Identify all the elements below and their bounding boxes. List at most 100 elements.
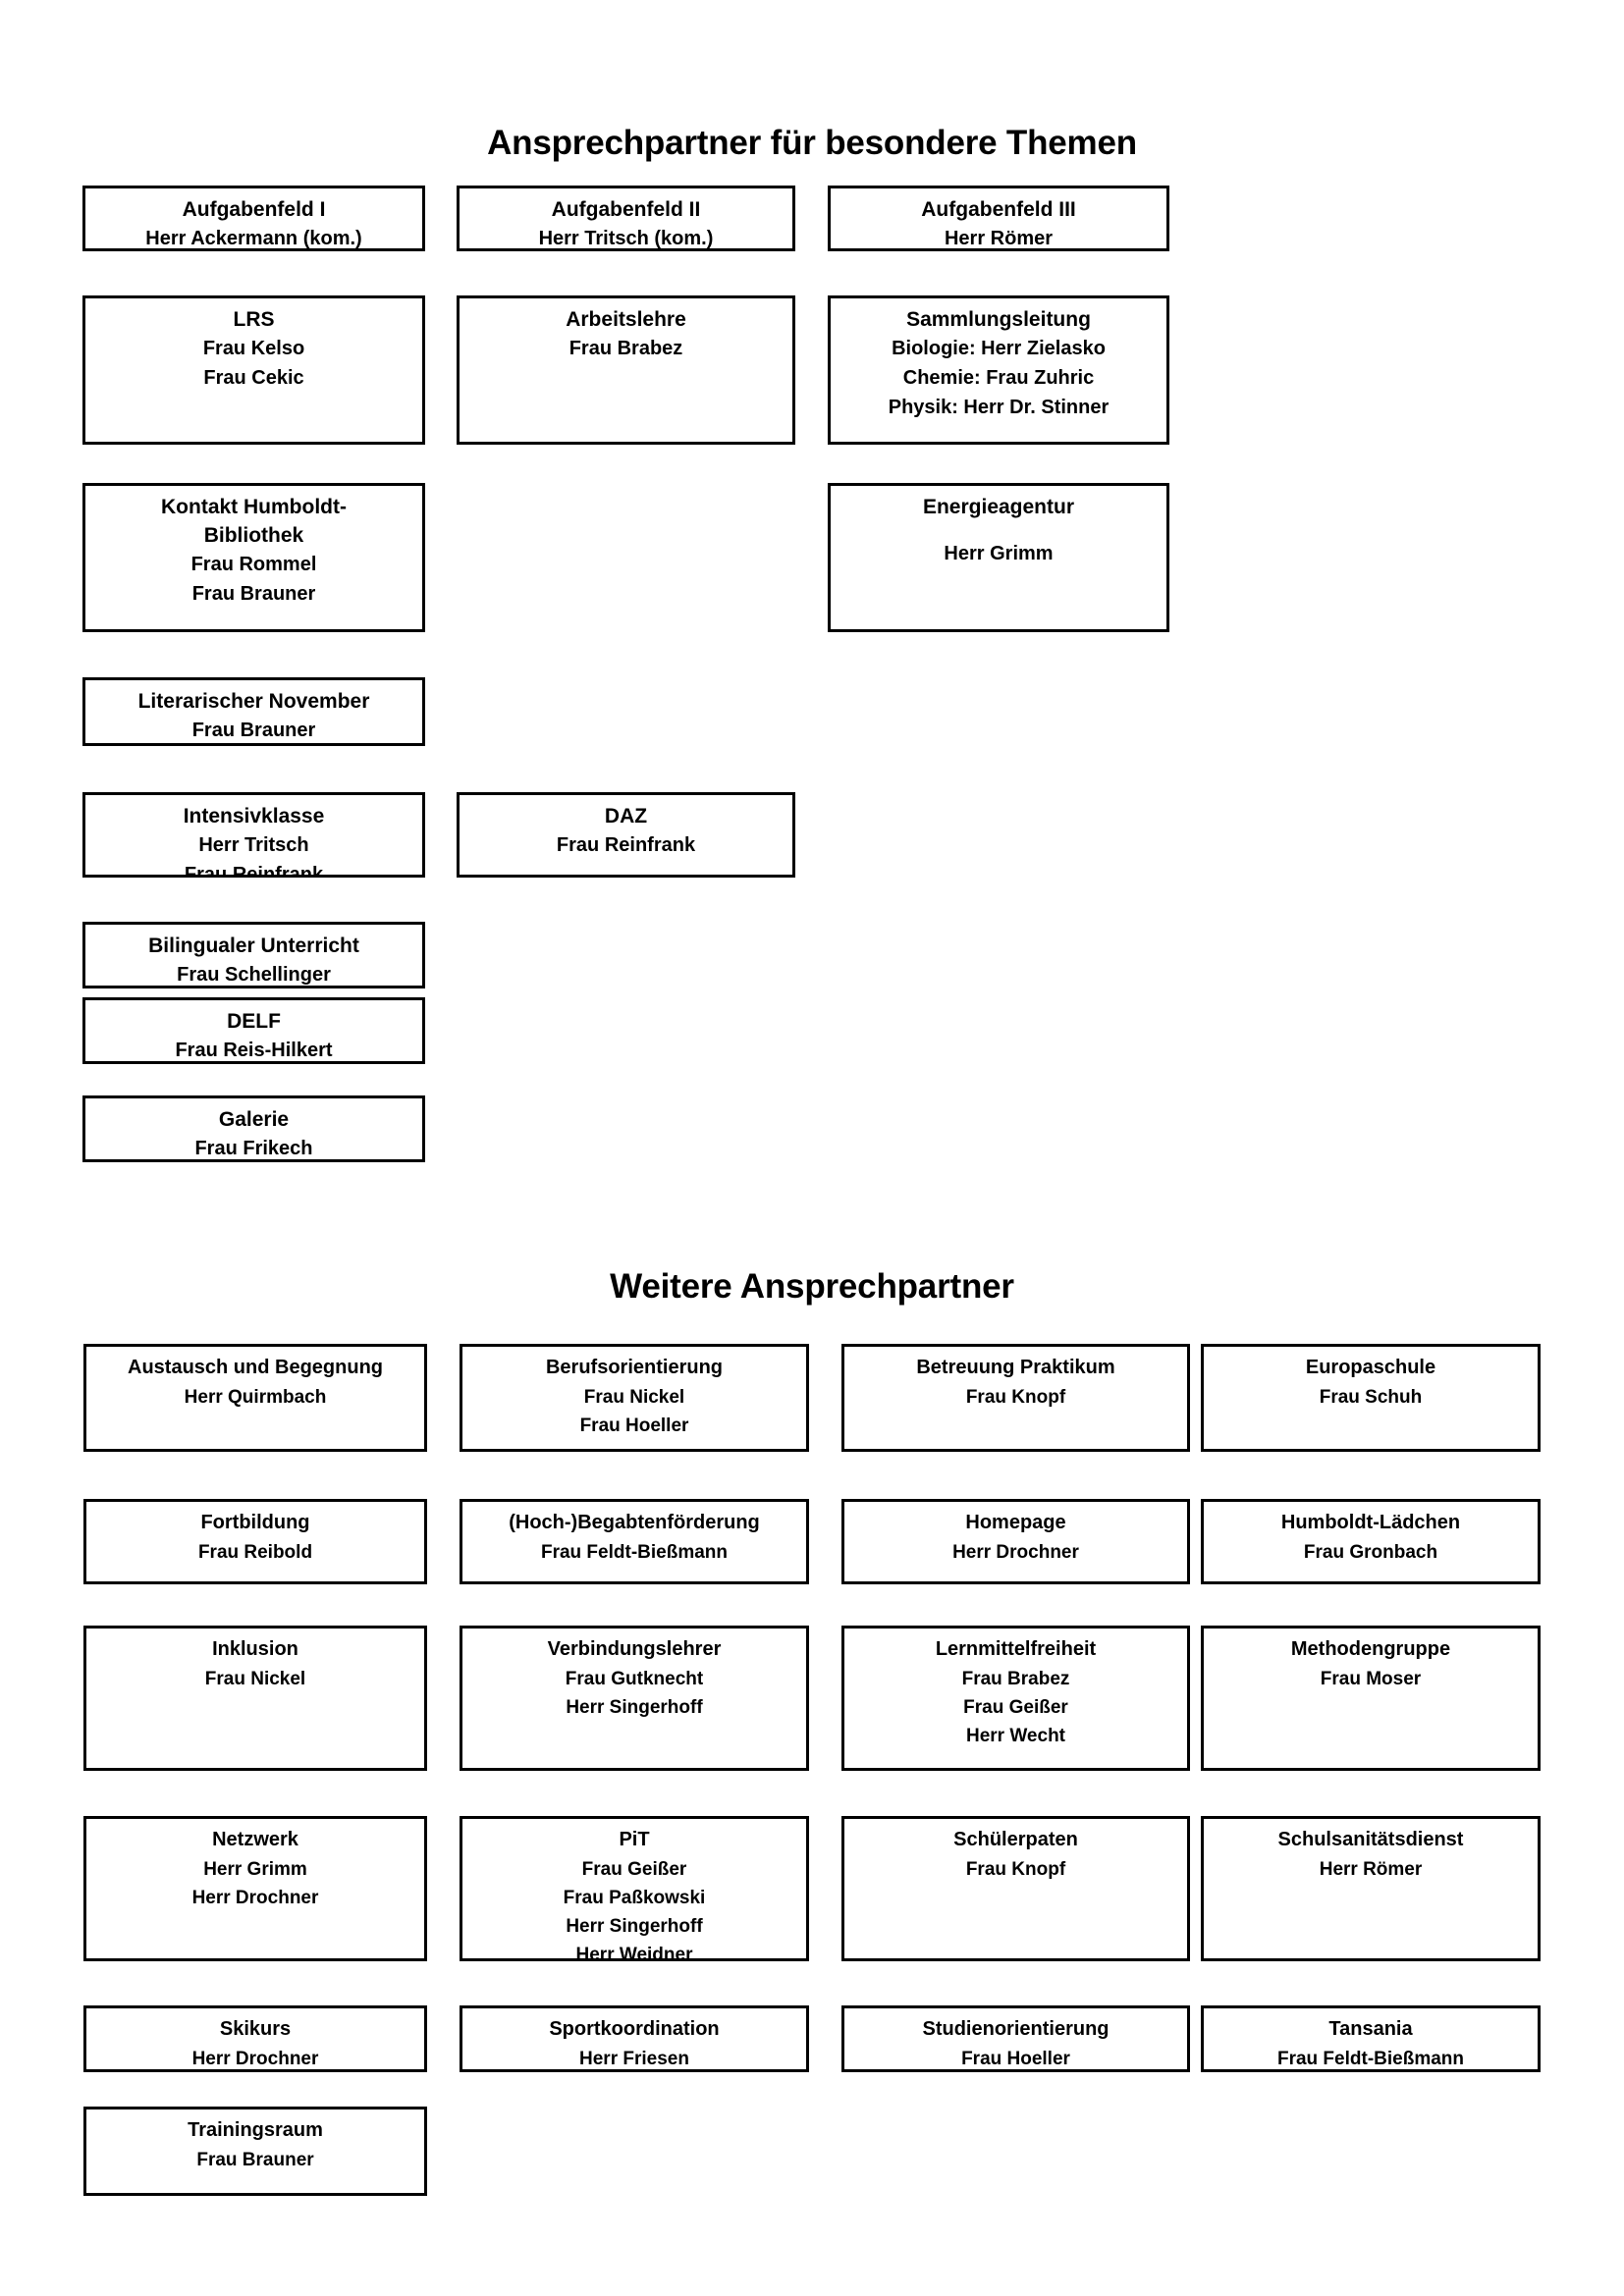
topic-box-person: Frau Gronbach [1303,1542,1438,1563]
topic-box-title: LRS [233,308,275,331]
topic-box-title: Tansania [1328,2018,1413,2040]
topic-box-person: Frau Nickel [204,1669,306,1689]
topic-box-people: Frau Reinfrank [460,830,792,860]
topic-box-title: Fortbildung [200,1512,310,1533]
topic-box-people: Herr Römer [1204,1855,1538,1884]
topic-box-person: Herr Drochner [191,2049,319,2069]
topic-box-person: Frau Reinfrank [556,834,696,856]
topic-box-person: Herr Singerhoff [566,1916,703,1937]
topic-box-title: Lernmittelfreiheit [935,1638,1097,1660]
topic-box-title: Aufgabenfeld II [551,198,701,221]
topic-box-person: Herr Tritsch [198,834,309,856]
topic-box-person: Herr Römer [944,228,1054,249]
topic-box-person: Physik: Herr Dr. Stinner [888,397,1110,418]
page-title-besondere-themen: Ansprechpartner für besondere Themen [487,124,1137,163]
topic-box-title: Berufsorientierung [545,1357,724,1378]
topic-box-people: Frau Nickel [86,1665,424,1693]
topic-box-people: Herr Drochner [86,2045,424,2069]
topic-box-people: Frau Brabez [460,334,792,363]
topic-box-people: Frau Moser [1204,1665,1538,1693]
topic-box-title: (Hoch-)Begabtenförderung [509,1512,760,1533]
topic-box-person: Herr Quirmbach [184,1387,327,1408]
topic-box-person: Frau Feldt-Bießmann [1276,2049,1464,2069]
topic-box-person: Frau Schuh [1319,1387,1423,1408]
topic-box-title: Aufgabenfeld III [921,198,1076,221]
topic-box-title: Humboldt-Lädchen [1280,1512,1461,1533]
topic-box-person: Frau Brauner [196,2150,314,2170]
topic-box-person: Herr Römer [1319,1859,1423,1880]
topic-box-person: Frau Reibold [197,1542,313,1563]
topic-box-title: Inklusion [212,1638,298,1660]
topic-box-title: Europaschule [1305,1357,1436,1378]
page-title-weitere-ansprechpartner: Weitere Ansprechpartner [610,1267,1014,1307]
topic-box-title: Trainingsraum [188,2119,323,2141]
topic-box-person: Chemie: Frau Zuhric [902,367,1095,389]
topic-box-title: PiT [619,1829,650,1850]
topic-box-title: Schulsanitätsdienst [1277,1829,1464,1850]
topic-box-person: Frau Moser [1320,1669,1422,1689]
topic-box-people: Frau Feldt-Bießmann [1204,2045,1538,2069]
topic-box-person: Herr Grimm [944,543,1054,564]
topic-box-person: Frau Hoeller [961,2049,1070,2069]
topic-box-person: Frau Hoeller [579,1415,689,1436]
topic-box-person: Frau Feldt-Bießmann [540,1542,728,1563]
topic-box-people: Frau Knopf [844,1383,1187,1412]
topic-box-person: Frau Gutknecht [565,1669,704,1689]
topic-box-person: Herr Drochner [952,1542,1079,1563]
topic-box-person: Frau Paßkowski [563,1888,706,1908]
topic-box-title: Netzwerk [212,1829,298,1850]
topic-box-people: Herr Quirmbach [86,1383,424,1412]
topic-box-person: Frau Kelso [202,338,305,359]
topic-box-people: Frau Brauner [86,2146,424,2174]
topic-box-people: Herr Grimm [831,539,1166,568]
topic-box-title: Aufgabenfeld I [182,198,326,221]
topic-box-aufgabenfeld-iii: Aufgabenfeld III Herr Römer [828,186,1169,251]
topic-box-title: Galerie [218,1108,290,1131]
topic-box-person: Frau Frikech [194,1138,313,1159]
topic-box-title: Literarischer November [137,690,370,713]
topic-box-person: Herr Singerhoff [566,1697,703,1718]
topic-box-person: Frau Nickel [583,1387,685,1408]
topic-box-title: Studienorientierung [922,2018,1110,2040]
topic-box-person: Frau Brauner [191,583,316,605]
topic-box-people: Frau Gronbach [1204,1538,1538,1567]
topic-box-title: Energieagentur [922,496,1075,518]
topic-box-people: Frau Knopf [844,1855,1187,1884]
topic-box-people: Frau Reis-Hilkert [85,1036,422,1061]
topic-box-person: Herr Friesen [579,2049,689,2069]
topic-box-people: Frau Schellinger [85,960,422,986]
topic-box-person: Frau Brauner [191,720,316,741]
topic-box-people: Herr Römer [831,224,1166,249]
topic-box-title: Bilingualer Unterricht [148,934,359,957]
topic-box-person: Frau Brabez [961,1669,1070,1689]
topic-box-person: Herr Grimm [203,1859,307,1880]
topic-box-people: Herr Drochner [844,1538,1187,1567]
topic-box-title: Austausch und Begegnung [128,1357,383,1378]
topic-box-title: Homepage [965,1512,1066,1533]
topic-box-people: Frau Schuh [1204,1383,1538,1412]
